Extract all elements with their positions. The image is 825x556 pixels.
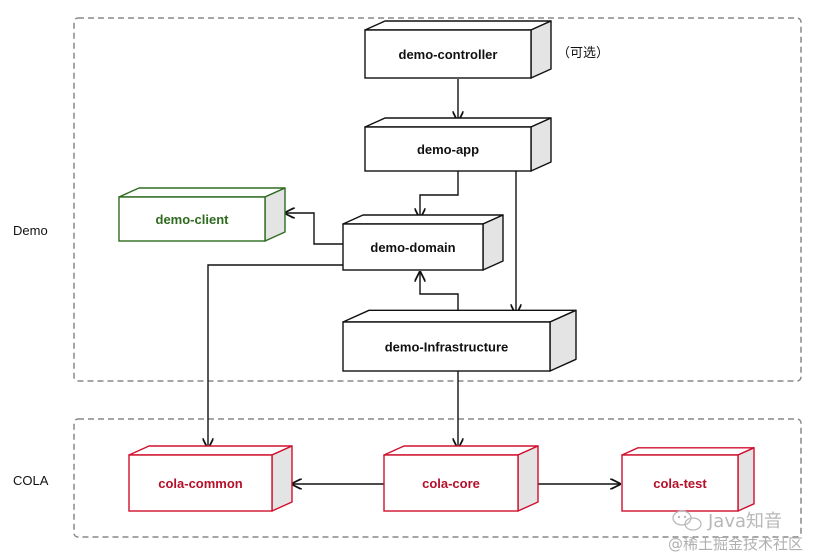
- node-demo-infrastructure: demo-Infrastructure: [342, 309, 577, 372]
- node-cola-test-label: cola-test: [653, 476, 707, 491]
- edge-infrastructure-domain: [420, 272, 459, 318]
- node-demo-domain-label: demo-domain: [370, 240, 455, 255]
- node-cola-test: cola-test: [621, 447, 755, 512]
- demo-group-label: Demo: [13, 223, 48, 238]
- node-demo-controller-label: demo-controller: [399, 47, 498, 62]
- edge-app-domain: [420, 171, 459, 218]
- optional-note: （可选）: [557, 45, 609, 60]
- node-demo-app: demo-app: [364, 117, 552, 172]
- node-cola-core: cola-core: [383, 445, 539, 512]
- node-demo-infrastructure-label: demo-Infrastructure: [385, 340, 509, 355]
- watermark-community: @稀土掘金技术社区: [668, 535, 803, 553]
- node-cola-common: cola-common: [128, 445, 293, 512]
- wechat-icon: [672, 510, 702, 531]
- demo-group-box: [73, 17, 802, 382]
- node-demo-client: demo-client: [118, 187, 286, 242]
- cola-group-box: [73, 418, 802, 538]
- cola-group-label: COLA: [13, 473, 49, 488]
- node-demo-app-label: demo-app: [417, 142, 479, 157]
- node-demo-domain: demo-domain: [342, 214, 504, 271]
- connectors: [208, 79, 620, 484]
- watermark: Java知音 @稀土掘金技术社区: [668, 510, 803, 553]
- watermark-brand: Java知音: [707, 511, 782, 532]
- edge-domain-client: [285, 213, 343, 245]
- node-demo-controller: demo-controller: [364, 20, 552, 79]
- node-demo-client-label: demo-client: [156, 212, 230, 227]
- node-cola-core-label: cola-core: [422, 476, 480, 491]
- edge-domain-cola-common: [208, 264, 343, 448]
- node-cola-common-label: cola-common: [158, 476, 243, 491]
